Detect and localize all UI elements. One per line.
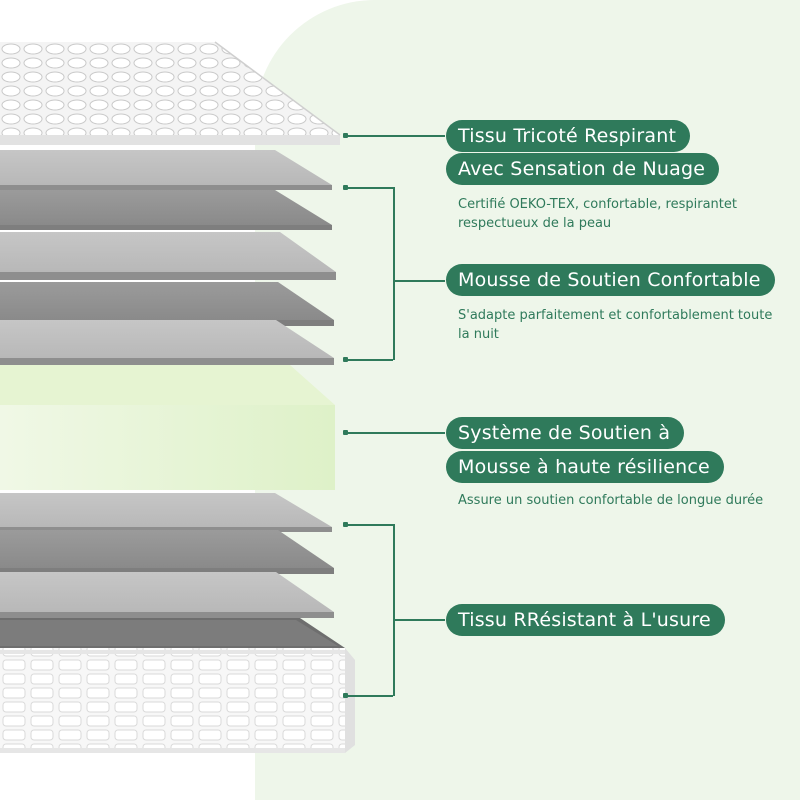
feature-description-knit-fabric: Certifié OEKO-TEX, confortable, respiran… [458,197,737,231]
feature-title-knit-fabric-line2: Avec Sensation de Nuage [446,153,720,185]
feature-title-support-system-line1: Système de Soutien à [446,417,685,449]
lower-gray-layers [0,493,334,618]
top-cover-layer [0,41,341,145]
feature-title-wear-resistant-fabric: Tissu RRésistant à L'usure [446,604,725,636]
feature-description-support-system: Assure un soutien confortable de longue … [458,493,764,508]
feature-title-comfort-foam: Mousse de Soutien Confortable [446,264,775,296]
feature-title-support-system-line2: Mousse à haute résilience [446,451,724,483]
feature-description-comfort-foam: S'adapte parfaitement et confortablement… [458,308,773,342]
bottom-base-layer [0,618,355,753]
gray-comfort-layers [0,150,336,365]
feature-title-knit-fabric-line1: Tissu Tricoté Respirant [446,120,691,152]
green-foam-layer [0,365,335,490]
